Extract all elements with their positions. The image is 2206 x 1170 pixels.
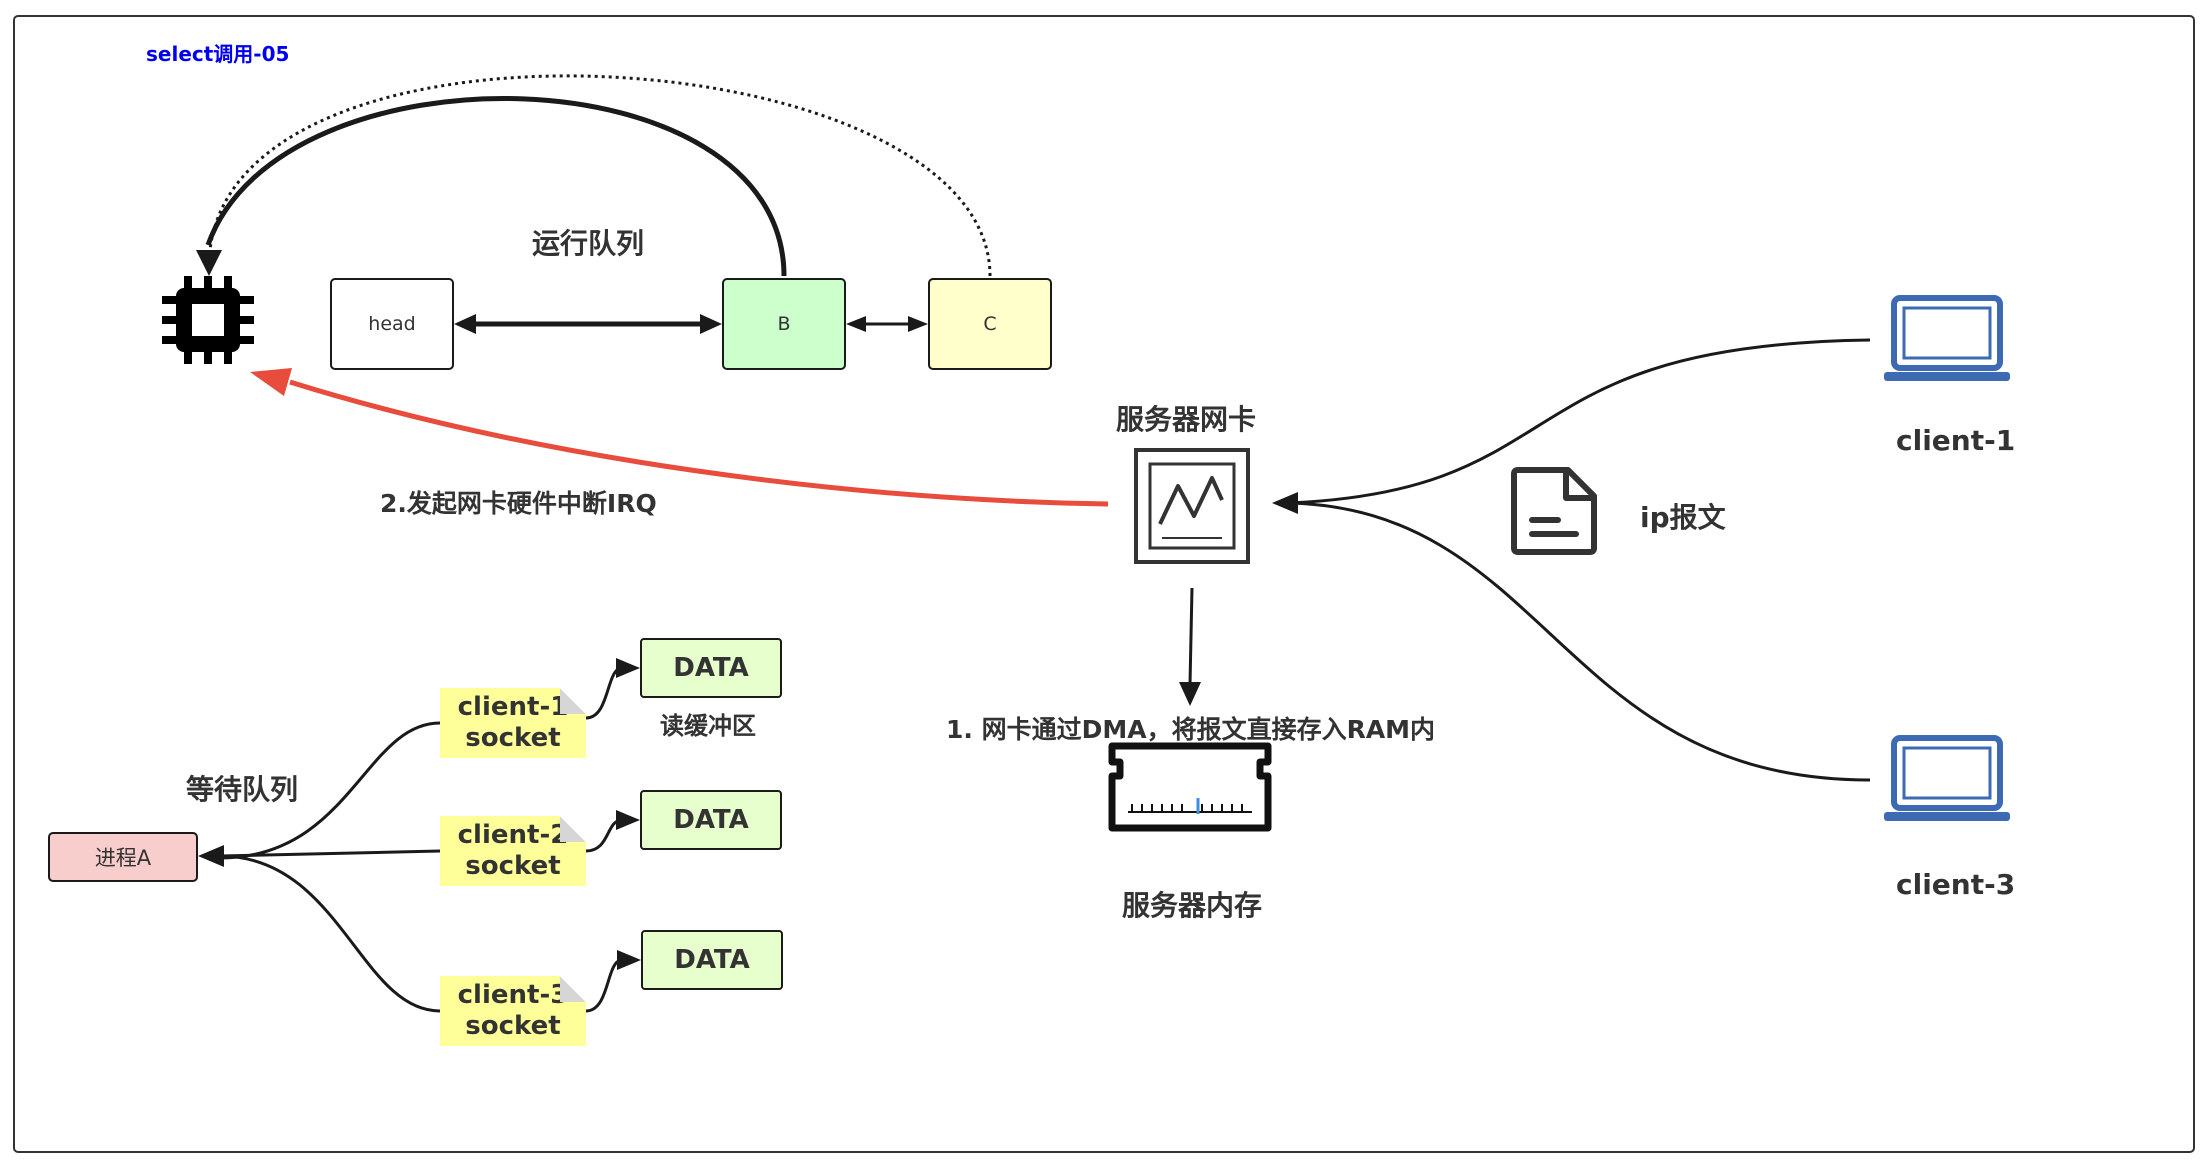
data-buffer-2: DATA [640, 790, 782, 850]
dma-arrowhead [1179, 682, 1201, 706]
socket-3-sub: socket [465, 1011, 561, 1041]
curve-process-to-socket-1 [219, 721, 441, 860]
cpu-chip-icon [162, 276, 254, 364]
curve-client1-to-nic [1289, 338, 1871, 505]
laptop-icon-client-1 [1884, 295, 2010, 381]
process-arrowhead [198, 845, 224, 867]
nic-label: 服务器网卡 [1116, 403, 1257, 436]
process-a-node: 进程A [48, 832, 198, 882]
packet-label: ip报文 [1640, 501, 1726, 534]
arrowhead-b-side [846, 316, 866, 332]
curve-process-to-socket-2 [219, 849, 441, 858]
note-fold-corner [560, 816, 586, 842]
laptop-icon-client-3 [1884, 735, 2010, 821]
note-fold-corner [560, 688, 586, 714]
memory-label: 服务器内存 [1122, 889, 1263, 922]
dma-arrow [1188, 587, 1194, 685]
document-icon [1511, 467, 1597, 555]
socket-2-name: client-2 [457, 820, 569, 850]
run-queue-head-node: head [330, 278, 454, 370]
arrowhead-b-end [700, 314, 722, 334]
wait-queue-label: 等待队列 [186, 773, 299, 806]
socket-note-2: client-2 socket [440, 816, 586, 886]
arrowhead-c-side [908, 316, 928, 332]
socket-3-name: client-3 [457, 980, 569, 1010]
arc-arrowhead [196, 250, 222, 276]
curve-process-to-socket-3 [219, 854, 441, 1013]
arrowhead-head-end [454, 314, 476, 334]
network-card-icon [1134, 448, 1250, 564]
dma-label: 1. 网卡通过DMA，将报文直接存入RAM内 [946, 715, 1436, 744]
run-queue-node-b: B [722, 278, 846, 370]
read-buffer-label: 读缓冲区 [660, 712, 756, 740]
memory-module-icon [1108, 742, 1272, 832]
dotted-arc-c-to-cpu [208, 74, 992, 277]
data-1-arrowhead [616, 658, 640, 678]
curve-client3-to-nic [1289, 501, 1871, 782]
note-fold-corner [560, 976, 586, 1002]
socket-2-sub: socket [465, 851, 561, 881]
curve-socket-3-to-data [585, 958, 623, 1013]
socket-1-sub: socket [465, 723, 561, 753]
irq-arrowhead [250, 368, 292, 396]
socket-note-1: client-1 socket [440, 688, 586, 758]
irq-arrow [289, 379, 1109, 507]
socket-note-3: client-3 socket [440, 976, 586, 1046]
data-buffer-1: DATA [640, 638, 782, 698]
run-queue-label: 运行队列 [532, 227, 645, 260]
data-3-arrowhead [617, 950, 641, 970]
solid-arc-b-to-cpu [205, 96, 787, 277]
data-buffer-3: DATA [641, 930, 783, 990]
socket-1-name: client-1 [457, 692, 569, 722]
client-1-label: client-1 [1896, 424, 2016, 457]
irq-label: 2.发起网卡硬件中断IRQ [380, 489, 657, 518]
data-2-arrowhead [616, 810, 640, 830]
nic-inbound-arrowhead [1272, 492, 1298, 514]
run-queue-node-c: C [928, 278, 1052, 370]
diagram-frame [13, 15, 2195, 1153]
client-3-label: client-3 [1896, 868, 2016, 901]
diagram-title: select调用-05 [146, 42, 290, 66]
